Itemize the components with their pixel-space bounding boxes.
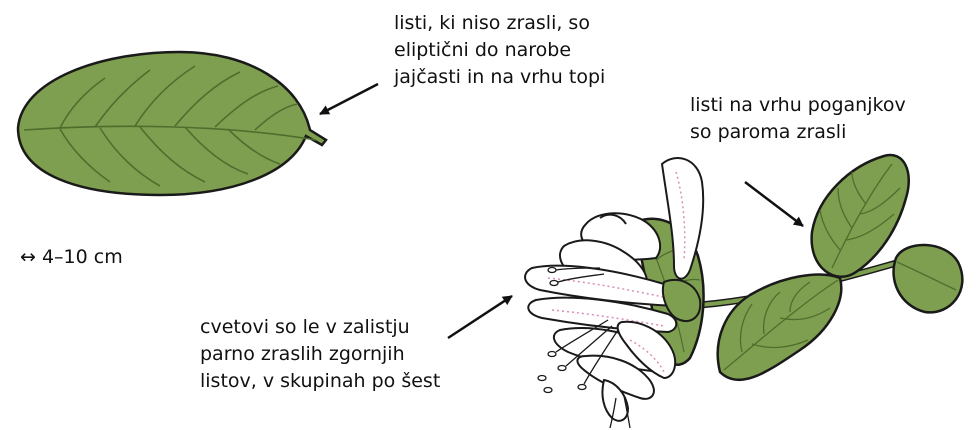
leaf-right-small [894, 245, 963, 312]
flowers-line-1: cvetovi so le v zalistju [200, 314, 440, 341]
arrow-to-upper-leaves [745, 182, 803, 226]
leaf-shape-line-1: listi, ki niso zrasli, so [394, 10, 605, 37]
upper-leaves-label: listi na vrhu poganjkov so paroma zrasli [690, 92, 906, 146]
arrow-to-leaf [320, 84, 378, 114]
elliptic-leaf [18, 52, 326, 195]
leaf-upper-top [812, 155, 909, 277]
leaf-shape-line-3: jajčasti in na vrhu topi [394, 64, 605, 91]
leaf-shape-label: listi, ki niso zrasli, so eliptični do n… [394, 10, 605, 91]
flowers-line-3: listov, v skupinah po šest [200, 368, 440, 395]
flower-cluster [525, 158, 703, 421]
flowers-label: cvetovi so le v zalistju parno zraslih z… [200, 314, 440, 395]
upper-leaves-line-2: so paroma zrasli [690, 119, 906, 146]
flowers-line-2: parno zraslih zgornjih [200, 341, 440, 368]
upper-leaves-line-1: listi na vrhu poganjkov [690, 92, 906, 119]
arrow-to-flowers [448, 296, 512, 338]
size-label: ↔ 4–10 cm [20, 244, 123, 271]
flowering-shoot [525, 155, 962, 428]
leaf-shape-line-2: eliptični do narobe [394, 37, 605, 64]
